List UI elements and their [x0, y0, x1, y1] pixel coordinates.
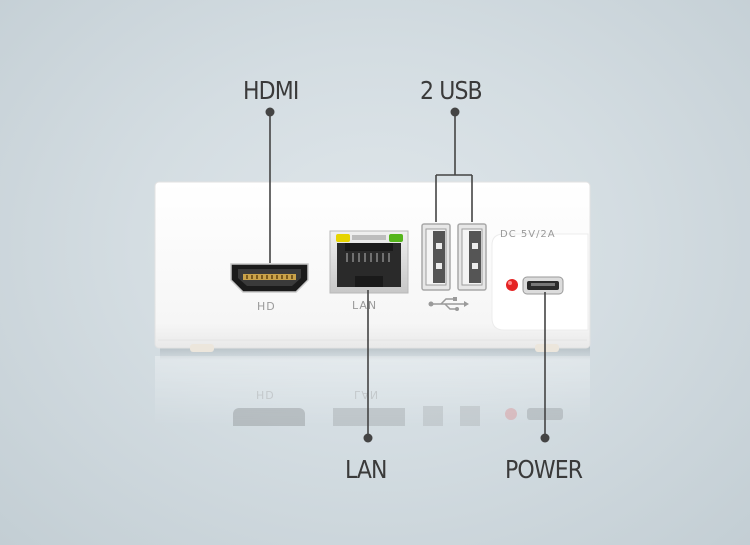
lan-led-green [389, 234, 403, 242]
usb-port-1 [421, 223, 451, 291]
power-led [506, 279, 518, 291]
usb-callout-label: 2 USB [420, 76, 483, 105]
callout-leader-lines [269, 112, 546, 438]
dc-rating-label: DC 5V/2A [500, 229, 556, 240]
hd-port-label: HD [257, 300, 276, 313]
lan-port [329, 230, 409, 294]
device-reflection [155, 356, 590, 426]
lan-led-yellow [336, 234, 350, 242]
lan-callout-label: LAN [345, 455, 388, 484]
usb-icon [428, 297, 469, 311]
hdmi-port [230, 263, 309, 293]
power-callout-label: POWER [505, 455, 583, 484]
usb-port-2 [457, 223, 487, 291]
hdmi-callout-label: HDMI [243, 76, 299, 105]
micro-usb-power-port [522, 276, 564, 295]
lan-port-label: LAN [352, 299, 378, 312]
callout-dots [265, 107, 550, 443]
